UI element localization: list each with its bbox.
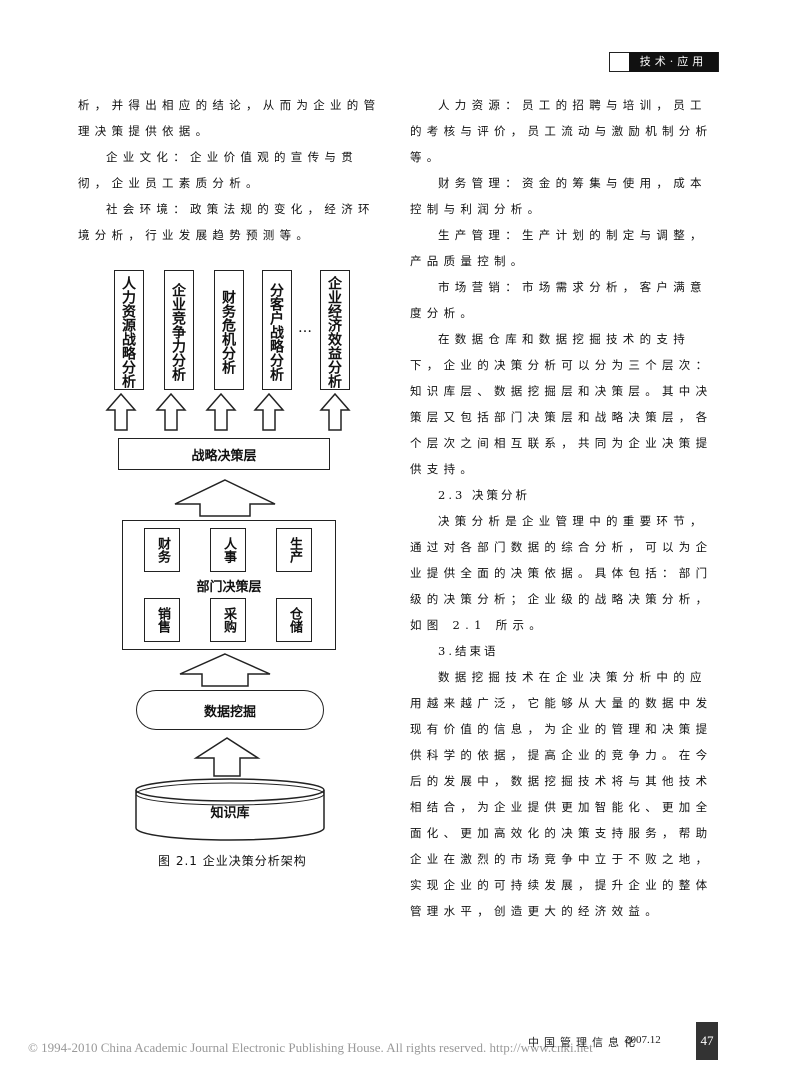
right-paragraph-3: 生产管理：生产计划的制定与调整，产品质量控制。 — [410, 228, 707, 268]
left-paragraph-2: 企业文化：企业价值观的宣传与贯彻，企业员工素质分析。 — [78, 150, 358, 190]
dept-finance: 财务 — [144, 528, 180, 572]
dept-production: 生产 — [276, 528, 312, 572]
right-paragraph-6: 决策分析是企业管理中的重要环节，通过对各部门数据的综合分析，可以为企业提供全面的… — [410, 514, 713, 632]
arrow-to-dept — [179, 653, 271, 687]
issue-date: 2007.12 — [625, 1034, 661, 1046]
box-economic-benefit: 企业经济效益分析 — [320, 270, 350, 390]
section-label: 技术·应用 — [629, 52, 718, 72]
right-paragraph-5: 在数据仓库和数据挖掘技术的支持下，企业的决策分析可以分为三个层次：知识库层、数据… — [410, 332, 713, 476]
section-heading-3: 3.结束语 — [438, 644, 499, 658]
arrow-to-mining — [193, 737, 261, 777]
right-paragraph-2: 财务管理：资金的筹集与使用，成本控制与利润分析。 — [410, 176, 707, 216]
knowledge-base-cylinder — [135, 778, 325, 841]
box-hr-strategy: 人力资源战略分析 — [114, 270, 144, 390]
right-paragraph-4: 市场营销：市场需求分析，客户满意度分析。 — [410, 280, 707, 320]
up-arrows-row — [105, 392, 351, 431]
ellipsis: … — [298, 320, 312, 336]
arrow-to-strategy — [174, 479, 276, 517]
right-paragraph-1: 人力资源：员工的招聘与培训，员工的考核与评价，员工流动与激励机制分析等。 — [410, 98, 713, 164]
dept-hr: 人事 — [210, 528, 246, 572]
dept-layer-label: 部门决策层 — [196, 580, 262, 595]
dept-layer-box — [122, 520, 336, 650]
right-paragraph-7: 数据挖掘技术在企业决策分析中的应用越来越广泛，它能够从大量的数据中发现有价值的信… — [410, 670, 713, 918]
section-heading-2-3: 2.3 决策分析 — [438, 488, 530, 502]
knowledge-base-label: 知识库 — [210, 806, 250, 821]
page-number: 47 — [696, 1022, 718, 1060]
figure-decision-architecture: 人力资源战略分析 企业竞争力分析 财务危机分析 分客户战略分析 … 企业经济效益… — [100, 258, 351, 878]
figure-caption: 图 2.1 企业决策分析架构 — [158, 854, 307, 868]
dept-warehouse: 仓储 — [276, 598, 312, 642]
data-mining-box: 数据挖掘 — [136, 690, 324, 730]
box-competitiveness: 企业竞争力分析 — [164, 270, 194, 390]
strategy-layer-box: 战略决策层 — [118, 438, 330, 470]
left-column: 析，并得出相应的结论，从而为企业的管理决策提供依据。 企业文化：企业价值观的宣传… — [78, 92, 388, 248]
box-financial-crisis: 财务危机分析 — [214, 270, 244, 390]
dept-purchasing: 采购 — [210, 598, 246, 642]
copyright-footer: © 1994-2010 China Academic Journal Elect… — [28, 1040, 593, 1055]
box-customer-strategy: 分客户战略分析 — [262, 270, 292, 390]
journal-name: 中国管理信息化 — [528, 1036, 640, 1049]
dept-sales: 销售 — [144, 598, 180, 642]
left-paragraph-3: 社会环境：政策法规的变化，经济环境分析，行业发展趋势预测等。 — [78, 202, 375, 242]
left-paragraph-1: 析，并得出相应的结论，从而为企业的管理决策提供依据。 — [78, 98, 381, 138]
right-column: 人力资源：员工的招聘与培训，员工的考核与评价，员工流动与激励机制分析等。 财务管… — [410, 92, 722, 924]
